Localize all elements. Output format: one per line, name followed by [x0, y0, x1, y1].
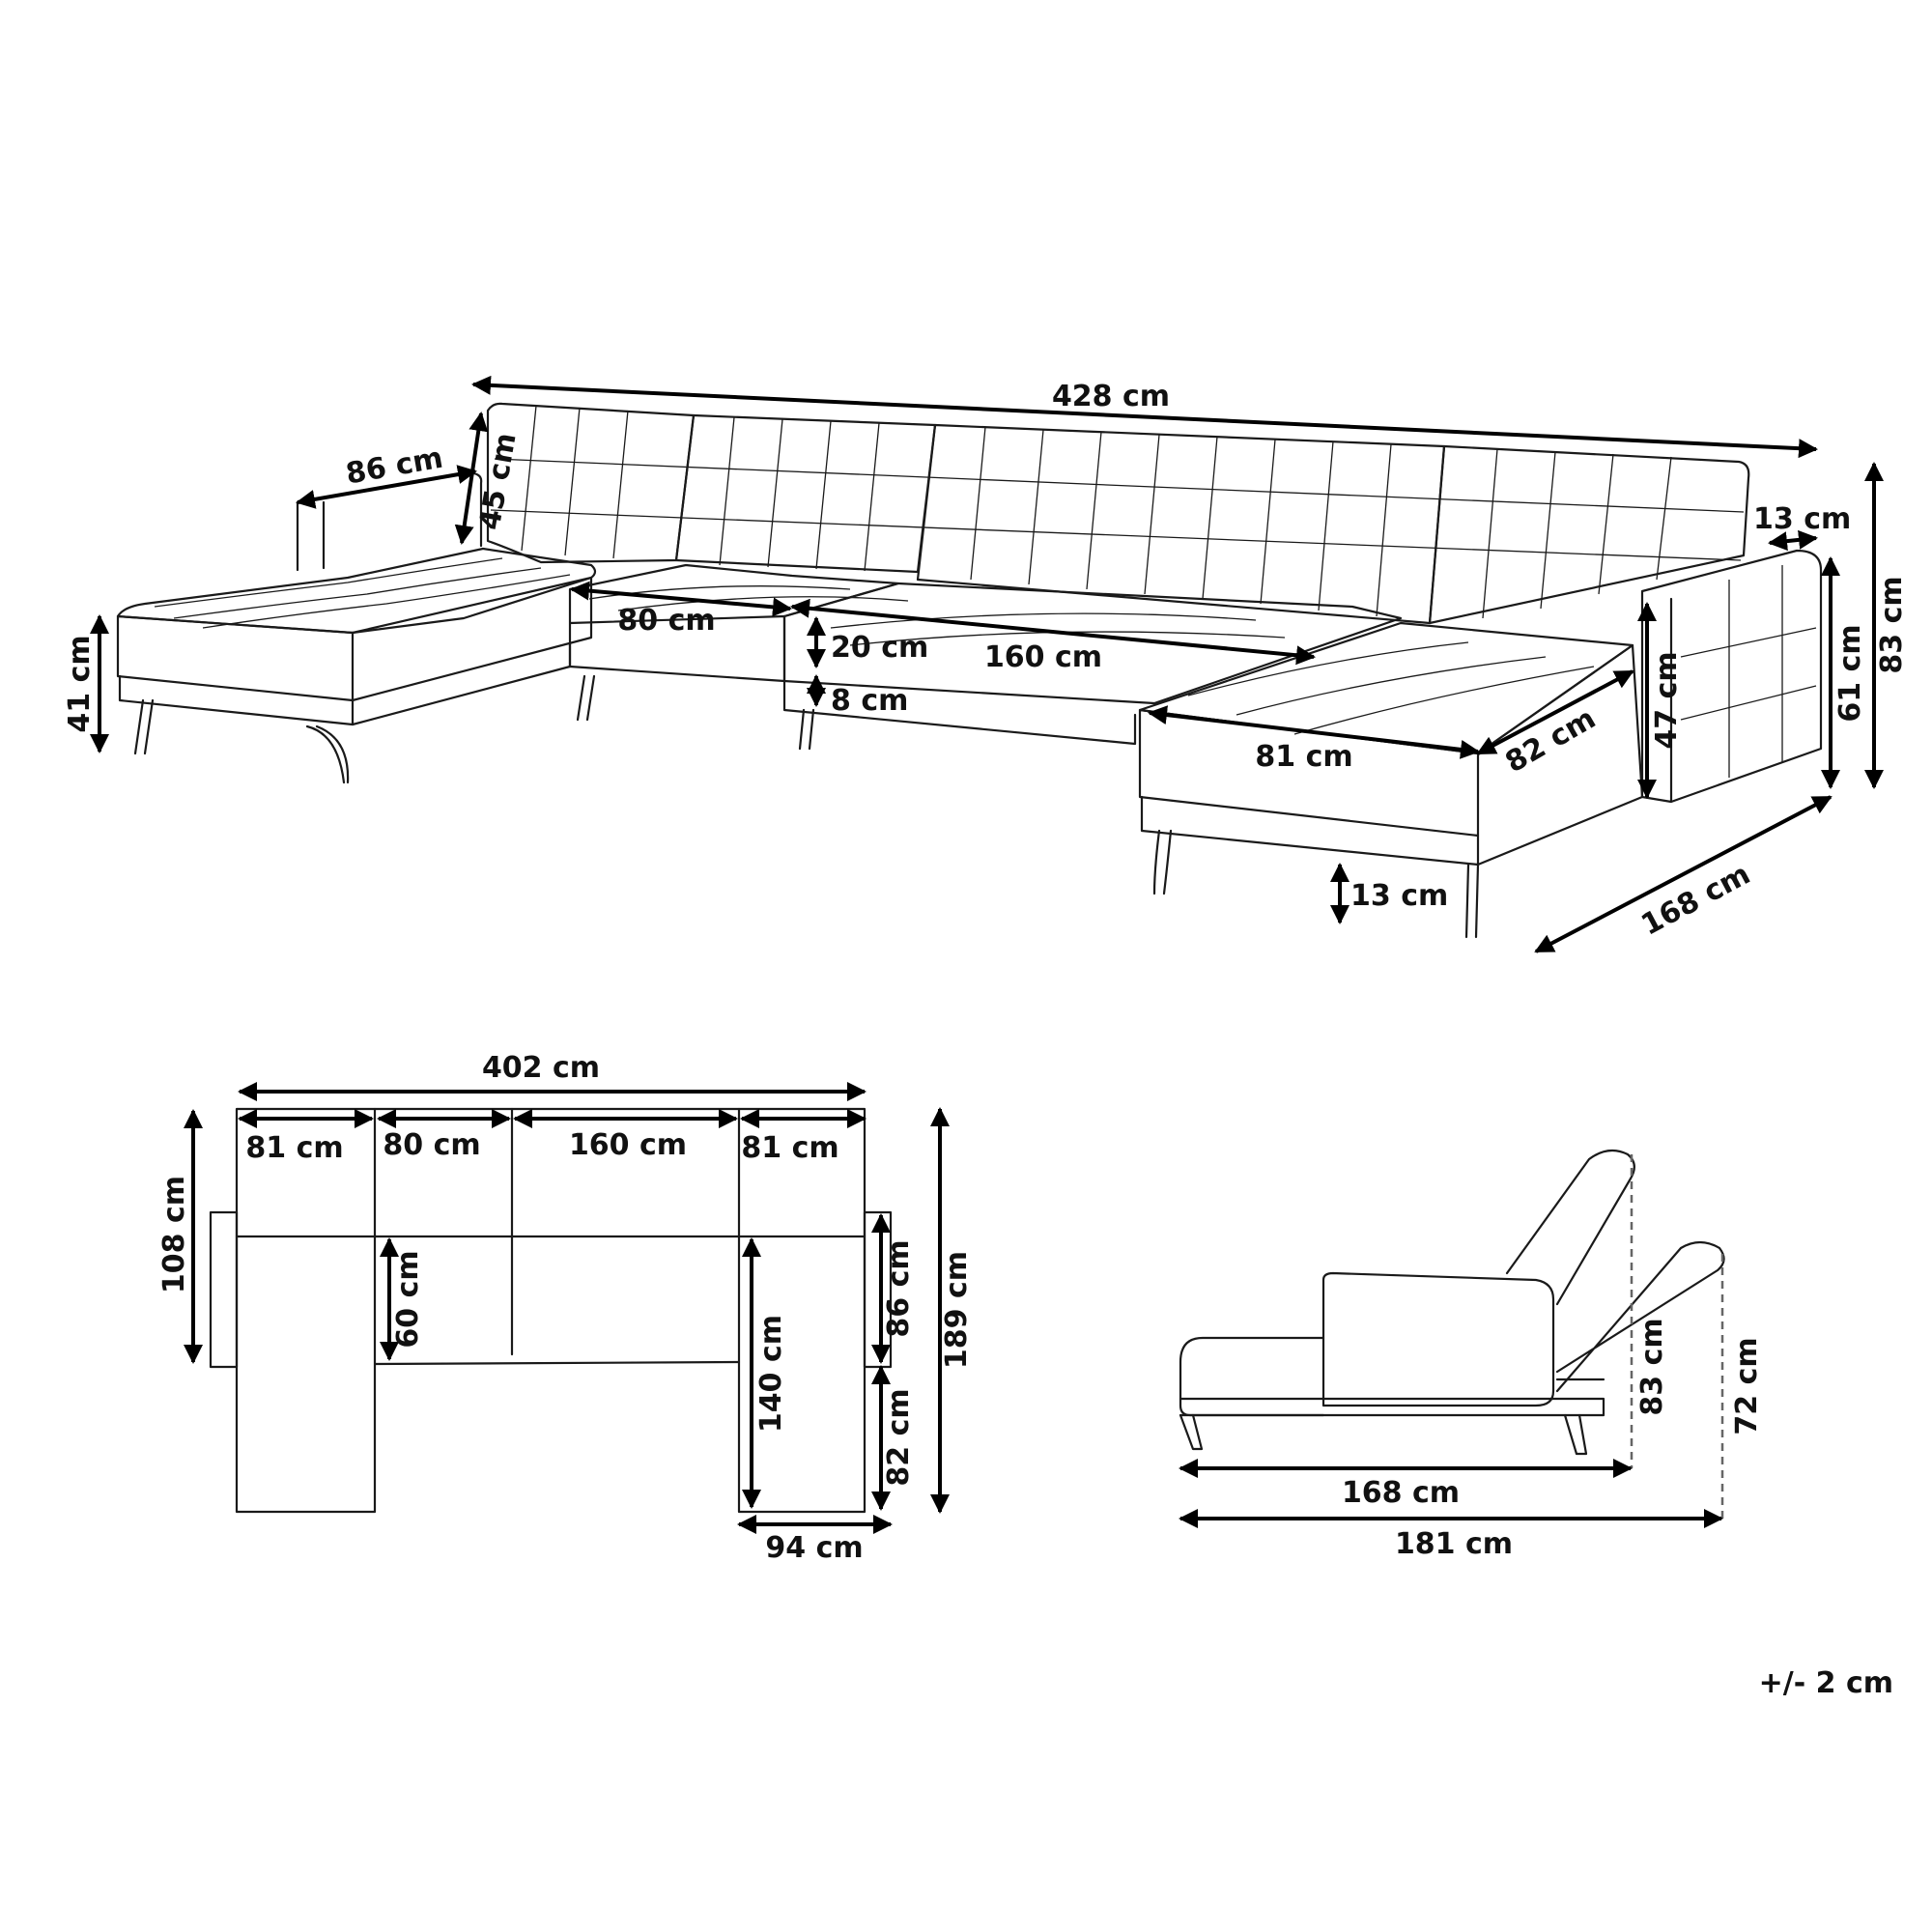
side-leg-front — [1179, 1413, 1204, 1451]
side-view-drawing — [1179, 1149, 1725, 1519]
middle-seat-front — [782, 679, 1137, 746]
left-chaise-side — [351, 576, 593, 726]
sofa-legs — [133, 674, 1480, 939]
dim-leg-height: 13 cm — [1350, 879, 1448, 913]
left-chaise-front — [116, 614, 355, 702]
plan-outline — [235, 1107, 867, 1514]
plan-arm-depth: 86 cm — [882, 1239, 916, 1337]
side-seat-cushion — [1321, 1271, 1555, 1407]
dim-seat-height: 41 cm — [63, 635, 97, 732]
tolerance-note: +/- 2 cm — [1759, 1666, 1893, 1700]
plan-view-drawing — [209, 1107, 893, 1514]
back-panel-3 — [916, 423, 1446, 625]
side-leg-back — [1563, 1413, 1588, 1456]
plan-chaise-width: 94 cm — [765, 1531, 863, 1565]
plan-seg3: 160 cm — [569, 1128, 687, 1162]
plan-seat-depth: 60 cm — [391, 1250, 425, 1348]
dim-total-depth: 168 cm — [1635, 857, 1755, 942]
dim-base-thickness: 8 cm — [831, 684, 908, 718]
plan-total-depth: 189 cm — [940, 1251, 974, 1369]
back-panel-1 — [486, 402, 696, 564]
plan-seg1: 81 cm — [245, 1131, 343, 1165]
plan-seg2: 80 cm — [383, 1128, 480, 1162]
dim-seat-80: 80 cm — [617, 604, 715, 638]
plan-view-dimensions: 402 cm 81 cm 80 cm 160 cm 81 cm 108 cm 6… — [157, 1051, 974, 1565]
side-backrest-upright — [1505, 1149, 1635, 1306]
side-footrest — [1179, 1336, 1325, 1417]
side-depth-reclined: 181 cm — [1395, 1527, 1513, 1561]
back-panel-2 — [674, 413, 937, 574]
dim-total-height: 83 cm — [1875, 576, 1909, 673]
left-chaise-base — [118, 674, 355, 726]
dim-total-width: 428 cm — [1052, 380, 1170, 413]
right-chaise-tufting — [1187, 641, 1595, 735]
dim-back-height: 45 cm — [473, 430, 524, 532]
plan-arm-front: 82 cm — [882, 1388, 916, 1486]
side-backrest-reclined — [1555, 1240, 1725, 1393]
back-panel-4 — [1428, 444, 1750, 625]
right-arm-tufting — [1680, 565, 1817, 778]
dim-chaise-width: 81 cm — [1255, 740, 1352, 774]
back-tufting — [490, 405, 1745, 619]
right-arm — [1640, 549, 1823, 804]
left-chaise-tufting — [154, 557, 571, 629]
side-height-upright: 83 cm — [1635, 1318, 1669, 1415]
plan-chaise-inner: 140 cm — [754, 1315, 788, 1433]
plan-left-depth: 108 cm — [157, 1176, 191, 1293]
left-chaise-top — [116, 547, 597, 635]
right-chaise-base — [1140, 795, 1480, 867]
side-base — [1179, 1397, 1605, 1417]
plan-total-width: 402 cm — [482, 1051, 600, 1085]
dim-arm-height-inner: 47 cm — [1650, 651, 1684, 749]
plan-left-arm — [209, 1210, 239, 1369]
side-view-dimensions: 168 cm 181 cm 83 cm 72 cm — [1179, 1318, 1764, 1561]
perspective-dimensions: 428 cm 86 cm 45 cm 80 cm 20 cm 160 cm 8 … — [63, 375, 1909, 953]
dim-arm-height: 61 cm — [1833, 624, 1867, 722]
plan-seg4: 81 cm — [741, 1131, 838, 1165]
dim-seat-160: 160 cm — [984, 640, 1102, 674]
dim-cushion-thickness: 20 cm — [831, 631, 928, 665]
dim-arm-width: 13 cm — [1753, 502, 1851, 536]
side-depth-upright: 168 cm — [1342, 1476, 1460, 1510]
side-height-reclined: 72 cm — [1730, 1337, 1764, 1435]
